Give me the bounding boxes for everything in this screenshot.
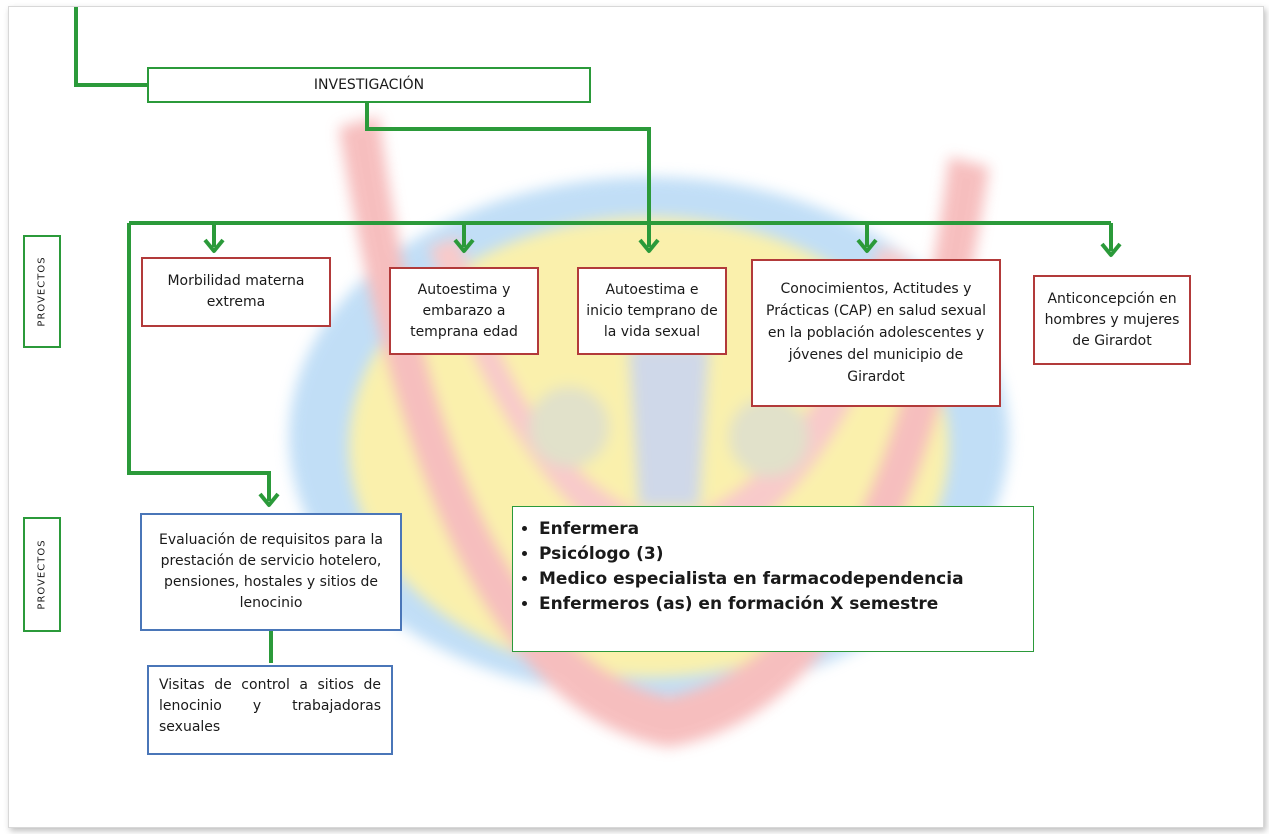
arrow-head-5 xyxy=(1100,242,1122,257)
connector-root-down xyxy=(365,103,651,223)
project-node-3: Autoestima e inicio temprano de la vida … xyxy=(577,267,727,355)
team-item: Enfermeros (as) en formación X semestre xyxy=(539,592,1021,617)
side-label-text: PROVECTOS xyxy=(36,256,48,327)
project-node-label: Anticoncepción en hombres y mujeres de G… xyxy=(1044,290,1180,349)
side-label-text: PROVECTOS xyxy=(36,539,48,610)
team-item: Psicólogo (3) xyxy=(539,542,1021,567)
team-list: Enfermera Psicólogo (3) Medico especiali… xyxy=(525,517,1021,617)
side-label-projects-bottom: PROVECTOS xyxy=(23,517,61,632)
team-item: Medico especialista en farmacodependenci… xyxy=(539,567,1021,592)
connector-left-riser xyxy=(127,223,271,501)
project-node-4: Conocimientos, Actitudes y Prácticas (CA… xyxy=(751,259,1001,407)
arrow-head-3 xyxy=(638,238,660,253)
project-node-label: Conocimientos, Actitudes y Prácticas (CA… xyxy=(766,281,986,385)
project-node-label: Autoestima e inicio temprano de la vida … xyxy=(586,281,718,340)
arrowheads xyxy=(203,238,1122,507)
arrow-head-4 xyxy=(856,238,878,253)
project-node-1: Morbilidad materna extrema xyxy=(141,257,331,327)
project-node-label: Autoestima y embarazo a temprana edad xyxy=(410,281,518,340)
connector-lines xyxy=(74,7,1122,663)
second-node-label: Evaluación de requisitos para la prestac… xyxy=(159,532,383,611)
root-node-investigacion: INVESTIGACIÓN xyxy=(147,67,591,103)
connector-top-entry xyxy=(74,7,147,87)
second-node-visitas: Visitas de control a sitios de lenocinio… xyxy=(147,665,393,755)
arrow-head-1 xyxy=(203,238,225,253)
second-node-label: Visitas de control a sitios de lenocinio… xyxy=(159,677,381,735)
project-node-2: Autoestima y embarazo a temprana edad xyxy=(389,267,539,355)
project-node-5: Anticoncepción en hombres y mujeres de G… xyxy=(1033,275,1191,365)
arrow-head-6 xyxy=(258,492,280,507)
project-node-label: Morbilidad materna extrema xyxy=(167,273,305,310)
arrow-head-2 xyxy=(453,238,475,253)
connector-group xyxy=(74,7,1113,663)
diagram-canvas: PROVECTOS PROVECTOS INVESTIGACIÓN Morbil… xyxy=(8,6,1264,828)
root-node-label: INVESTIGACIÓN xyxy=(313,76,425,93)
team-list-box: Enfermera Psicólogo (3) Medico especiali… xyxy=(512,506,1034,652)
second-node-evaluacion: Evaluación de requisitos para la prestac… xyxy=(140,513,402,631)
team-item: Enfermera xyxy=(539,517,1021,542)
side-label-projects-top: PROVECTOS xyxy=(23,235,61,348)
